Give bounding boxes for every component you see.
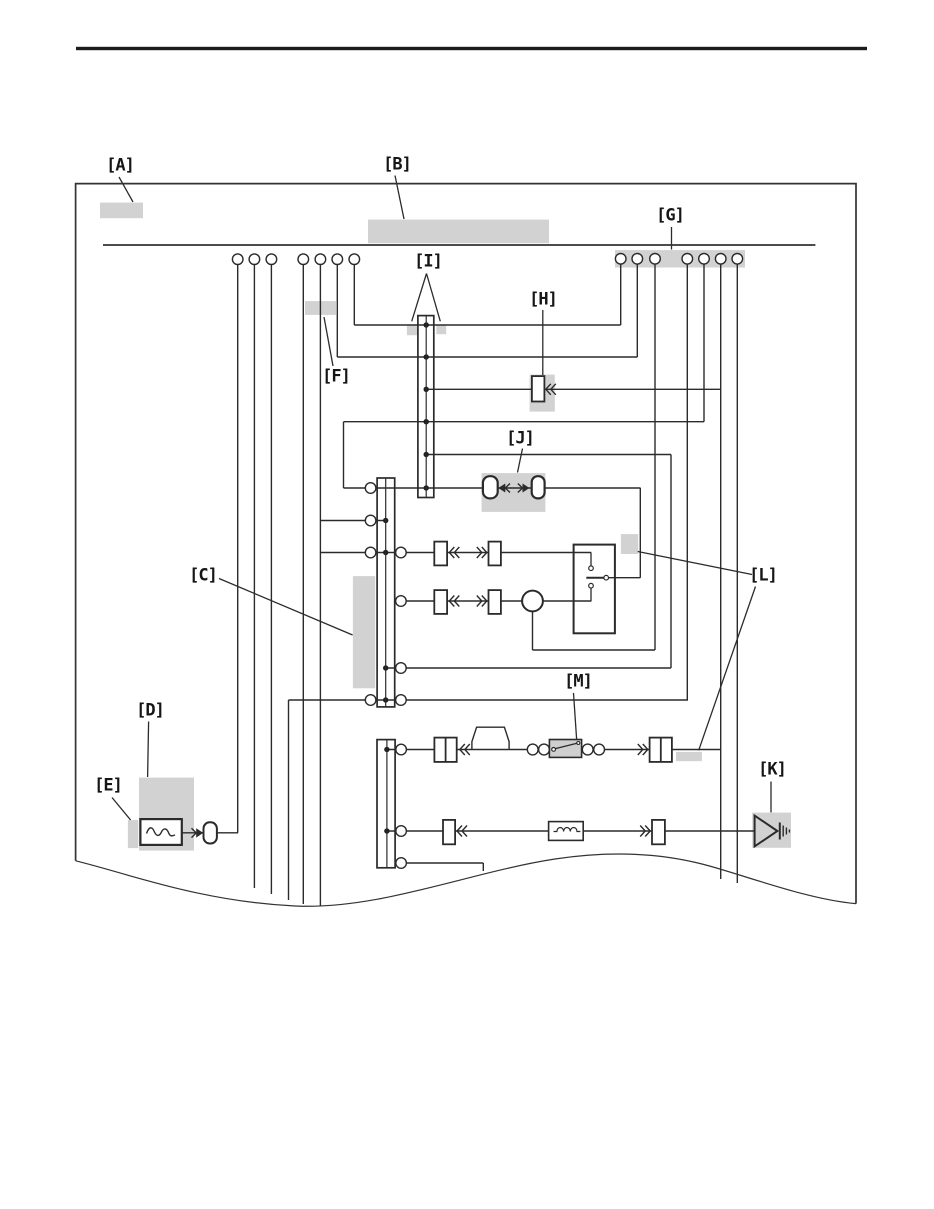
torn-edge-wave bbox=[75, 853, 857, 907]
generator-capsule-connector bbox=[202, 821, 218, 845]
connector-k-right bbox=[651, 819, 666, 846]
callout-pointers bbox=[111, 175, 772, 821]
horn-triangle bbox=[753, 813, 791, 849]
redaction-box-i-left bbox=[406, 324, 418, 336]
callout-k: [K] bbox=[758, 759, 787, 780]
chevron-left-icon bbox=[448, 383, 557, 837]
callout-g: [G] bbox=[656, 205, 685, 226]
switch-box bbox=[572, 543, 616, 635]
redaction-box-l1 bbox=[620, 534, 639, 554]
connector-dbl-left bbox=[433, 736, 458, 763]
diagram-border bbox=[74, 182, 857, 904]
connector-strip-c-pins bbox=[364, 482, 407, 707]
connector-pins bbox=[231, 252, 744, 870]
diagram-frame bbox=[74, 182, 857, 907]
connector-pair-2 bbox=[433, 589, 502, 615]
connector-strip-2 bbox=[376, 738, 396, 869]
wire-verticals bbox=[237, 264, 738, 906]
pointer-e bbox=[111, 797, 132, 821]
junction-strips bbox=[376, 314, 435, 869]
pointer-c bbox=[218, 577, 353, 636]
redaction-box-l2 bbox=[676, 751, 702, 762]
connector-pair-1 bbox=[433, 540, 502, 567]
callout-e: [E] bbox=[94, 775, 123, 796]
callout-i: [I] bbox=[414, 251, 443, 272]
callout-h: [H] bbox=[529, 289, 558, 310]
callout-b: [B] bbox=[383, 154, 412, 175]
callout-m: [M] bbox=[564, 671, 593, 692]
redaction-box-i-right bbox=[436, 324, 447, 335]
callout-d: [D] bbox=[136, 700, 165, 721]
chevron-right-icon bbox=[476, 546, 652, 837]
connector-strip-c bbox=[376, 477, 396, 708]
callout-f: [F] bbox=[322, 366, 351, 387]
sheath-bump-symbol bbox=[471, 726, 510, 749]
ground-icon bbox=[778, 822, 791, 840]
callout-j: [J] bbox=[506, 428, 535, 449]
wire-horizontals bbox=[182, 324, 755, 864]
connector-dbl-right bbox=[648, 736, 673, 763]
pointer-b bbox=[394, 175, 405, 220]
top-right-connector-pins bbox=[614, 252, 744, 265]
main-junction-strip bbox=[417, 314, 435, 499]
connector-h bbox=[531, 375, 546, 403]
switch-m bbox=[548, 738, 583, 759]
redaction-box-e bbox=[127, 820, 139, 849]
harness-wires bbox=[182, 264, 755, 906]
connector-k-left bbox=[442, 819, 457, 846]
page-top-rule bbox=[76, 46, 867, 51]
callout-c: [C] bbox=[189, 565, 218, 586]
components bbox=[139, 375, 791, 849]
redaction-box-a bbox=[100, 202, 143, 219]
pointer-l bbox=[637, 550, 757, 751]
mating-arrow-icons bbox=[191, 482, 530, 839]
pointer-f bbox=[323, 316, 334, 367]
redaction-box-c bbox=[352, 576, 376, 689]
connector-strip-2-pins bbox=[395, 743, 408, 870]
bulb-symbol bbox=[521, 589, 544, 613]
coupler-j bbox=[481, 475, 546, 500]
pointer-j bbox=[516, 448, 524, 473]
coil-symbol bbox=[547, 820, 584, 842]
pointer-a bbox=[118, 176, 134, 203]
pointer-d bbox=[146, 721, 150, 778]
redaction-box-b bbox=[368, 219, 549, 244]
inline-connector-pins bbox=[526, 743, 606, 756]
arrow-marks bbox=[191, 383, 652, 839]
junction-dots bbox=[383, 322, 429, 834]
redaction-box-g bbox=[615, 250, 745, 268]
top-left-connector-pins bbox=[231, 253, 361, 266]
pointer-i bbox=[411, 273, 441, 322]
pointer-m bbox=[572, 692, 578, 740]
callout-l: [L] bbox=[749, 565, 778, 586]
generator-symbol bbox=[139, 817, 183, 846]
callout-a: [A] bbox=[106, 155, 135, 176]
